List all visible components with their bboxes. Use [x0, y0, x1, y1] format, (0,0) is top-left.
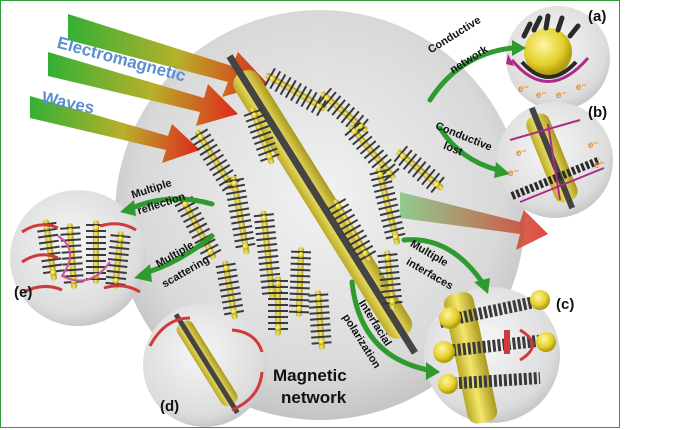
panel-e-reflection-path: [57, 235, 111, 282]
electron-b-3: e⁻: [588, 140, 599, 151]
panel-c-rod: [433, 290, 556, 424]
panel-e-wave-2: [23, 285, 63, 294]
panel-e-wave-0: [21, 223, 59, 234]
electron-a-2: e⁻: [536, 90, 547, 101]
electron-a-4: e⁻: [576, 82, 587, 93]
panel-a-tag: (a): [588, 8, 607, 25]
panel-e-wave-4: [103, 284, 141, 294]
transmitted-wave-arrow: [400, 192, 548, 250]
branch-4: [243, 107, 280, 165]
branch-9: [327, 198, 377, 262]
panel-b-rod: [509, 106, 605, 210]
branch-12: [215, 260, 245, 320]
magnetic-network-label-1: Magnetic: [273, 366, 347, 385]
electron-a-3: e⁻: [556, 90, 567, 101]
panel-c-tag: (c): [556, 296, 575, 313]
panel-a-nanosphere: [506, 13, 590, 83]
panel-e-tag: (e): [14, 284, 33, 301]
panel-d-rod: [148, 313, 264, 415]
branch-6: [317, 87, 369, 136]
branch-1: [223, 175, 256, 255]
central-rod: [226, 54, 418, 355]
panel-e-wave-1: [21, 253, 59, 264]
panel-e-network: [21, 219, 141, 294]
branch-5: [264, 67, 328, 117]
branch-cluster: [174, 67, 445, 350]
electron-a-1: e⁻: [518, 84, 529, 95]
magnetic-network-label-2: network: [281, 388, 347, 407]
branch-8: [369, 167, 406, 245]
electron-b-2: e⁻: [508, 168, 519, 179]
panel-e-branch-0: [36, 219, 64, 281]
branch-14: [174, 195, 222, 261]
branch-7: [344, 121, 400, 183]
incoming-wave-arrows: [30, 14, 268, 163]
panel-d-tag: (d): [160, 398, 180, 415]
branch-10: [308, 290, 332, 350]
panel-e-branch-3: [105, 231, 131, 289]
branch-13: [377, 250, 403, 310]
process-arrowheads: [120, 40, 526, 380]
electron-b-1: e⁻: [516, 148, 527, 159]
branch-11: [268, 276, 288, 336]
figure-frame: [0, 0, 620, 428]
electron-b-4: e⁻: [594, 160, 605, 171]
branch-15: [393, 145, 445, 194]
branch-3: [288, 247, 312, 317]
process-arrows: [129, 45, 515, 373]
panel-e-wave-3: [99, 222, 137, 232]
panel-b-tag: (b): [588, 104, 608, 121]
